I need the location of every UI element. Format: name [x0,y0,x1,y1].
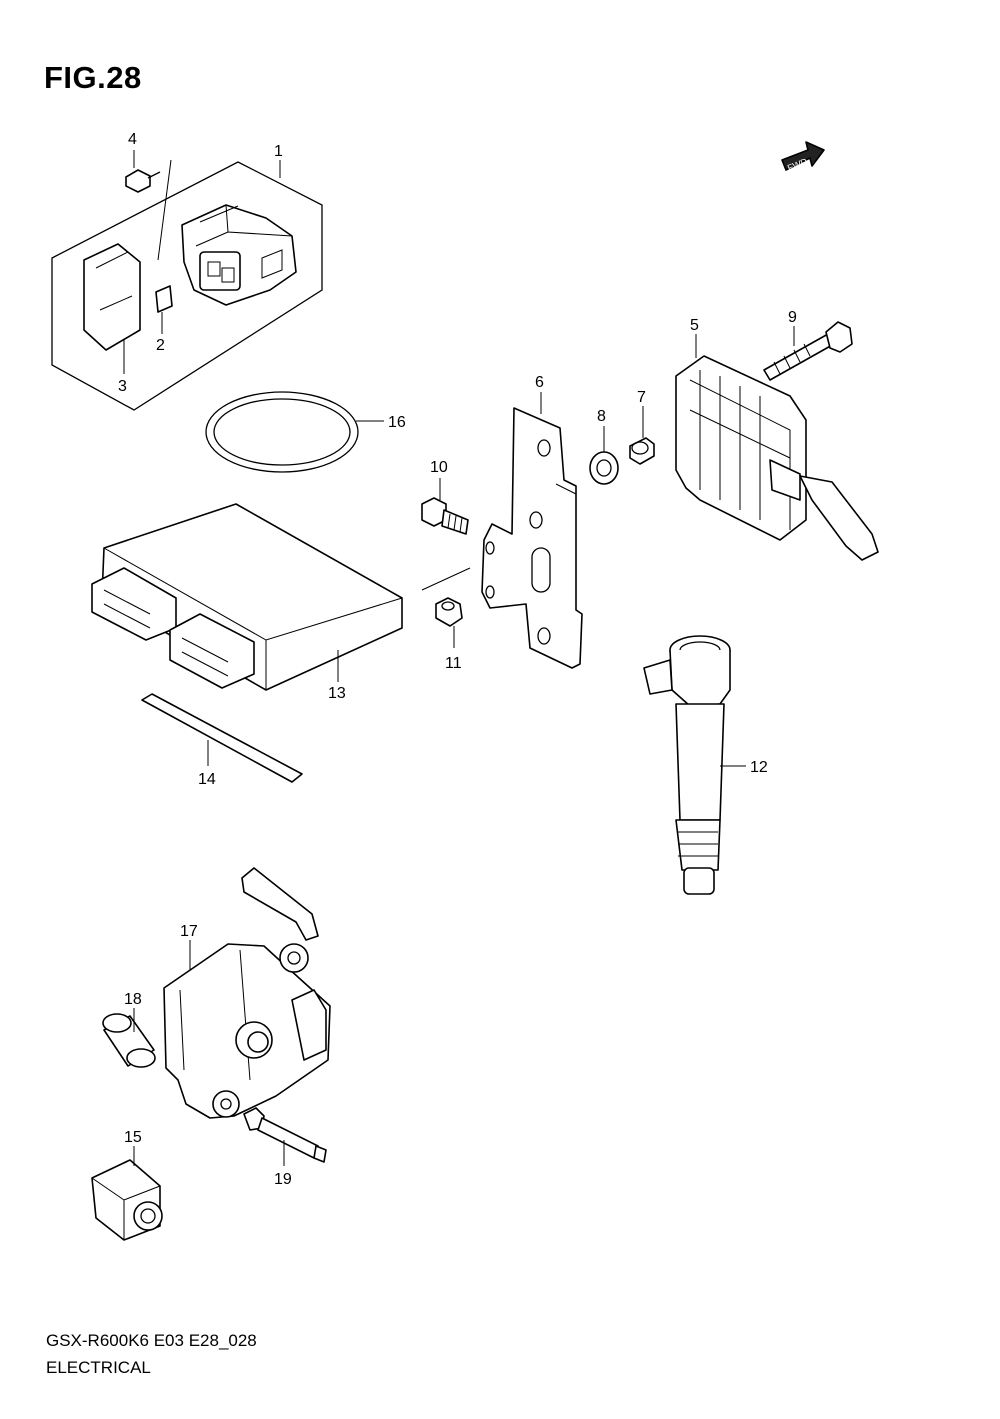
callout-3: 3 [118,378,127,395]
leader-lines [123,150,795,1166]
callout-9: 9 [788,309,797,326]
ecm-part-13 [91,503,403,691]
callout-7: 7 [637,389,646,406]
section-title: ELECTRICAL [46,1358,151,1377]
callout-8: 8 [597,408,606,425]
bolt-part-9 [763,321,853,381]
fwd-arrow-icon: FWD [781,141,825,173]
page-title: FIG.28 [44,60,142,95]
bolt-part-10 [421,497,469,535]
regulator-part-5 [675,355,879,561]
callout-15: 15 [124,1129,142,1146]
callout-19: 19 [274,1171,292,1188]
screw-part-19 [243,1107,327,1163]
callout-12: 12 [750,759,768,776]
callouts: 1 2 3 4 5 6 7 8 9 10 11 12 13 14 15 16 1… [118,131,797,1188]
callout-1: 1 [274,143,283,160]
callout-2: 2 [156,337,165,354]
figure-code: GSX-R600K6 E03 E28_028 [46,1331,257,1350]
callout-11: 11 [445,655,462,672]
collar-part-7 [629,437,655,465]
bracket-part-6 [481,407,583,669]
connector-part-15 [91,1159,163,1241]
callout-18: 18 [124,991,142,1008]
callout-4: 4 [128,131,137,148]
callout-14: 14 [198,771,216,788]
callout-13: 13 [328,685,346,702]
nut-part-11 [421,567,471,627]
grommet-part-8 [589,451,619,485]
ring-part-16 [205,391,359,473]
ignition-coil-part-12 [643,635,731,895]
sleeve-part-18 [102,1013,156,1068]
callout-17: 17 [180,923,198,940]
sensor-part-17 [163,867,331,1119]
tape-part-14 [141,693,303,783]
callout-6: 6 [535,374,544,391]
callout-16: 16 [388,414,406,431]
relay-assembly-part-1 [51,159,323,411]
callout-10: 10 [430,459,448,476]
callout-5: 5 [690,317,699,334]
